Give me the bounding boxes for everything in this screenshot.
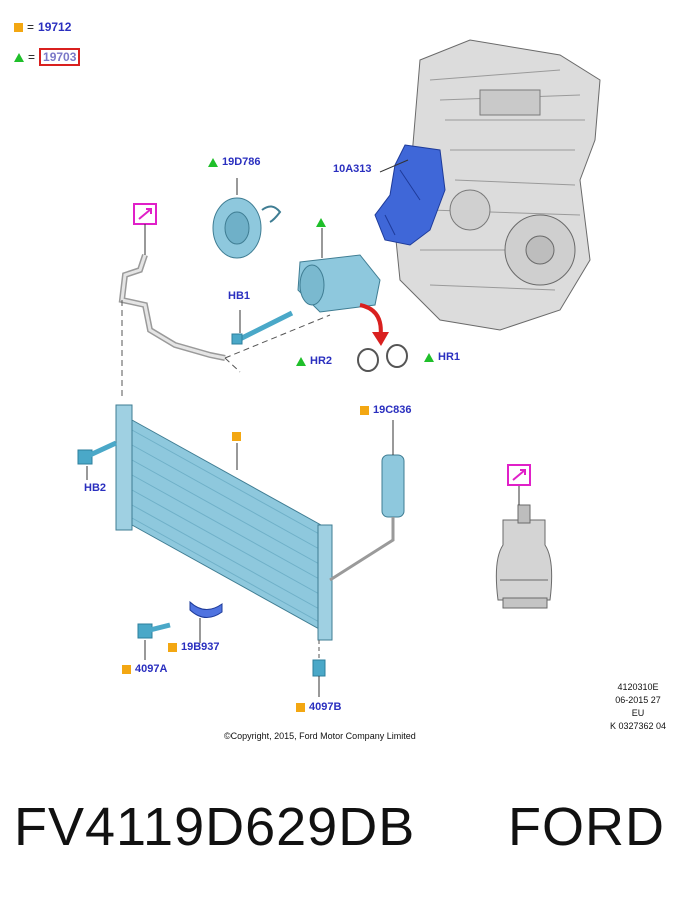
part-number-caption: FV4119D629DB [14, 797, 416, 857]
pink-link-icon[interactable] [133, 203, 157, 225]
square-marker-icon [232, 432, 241, 441]
callout-4097a[interactable]: 4097A [122, 663, 167, 675]
compressor-icon [297, 228, 389, 346]
callout-10a313[interactable]: 10A313 [333, 163, 372, 175]
compressor-clutch-icon [212, 178, 282, 259]
exploded-diagram [77, 39, 601, 697]
brand-caption: FORD [508, 797, 665, 857]
bolt-hb2-icon [77, 440, 118, 480]
square-marker-icon [122, 664, 131, 674]
illustration-codes: 4120310E 06-2015 27 EU K 0327362 04 [600, 681, 676, 733]
triangle-marker-icon [424, 352, 434, 362]
callout-hb2[interactable]: HB2 [84, 482, 107, 494]
callout-compressor-triangle [316, 218, 326, 227]
date-line: 06-2015 27 [615, 695, 661, 705]
refrigerant-bottle-icon [495, 486, 553, 609]
bolt-4097b-icon [312, 640, 326, 697]
bracket-19b937-icon [189, 600, 223, 643]
triangle-marker-icon [296, 356, 306, 366]
callout-hr1[interactable]: HR1 [424, 351, 460, 363]
triangle-marker-icon [316, 218, 326, 227]
bolt-4097a-icon [137, 622, 171, 660]
triangle-marker-icon [14, 52, 24, 62]
refrigerant-hose-icon [118, 224, 331, 400]
copyright-notice: ©Copyright, 2015, Ford Motor Company Lim… [224, 731, 416, 741]
callout-19d786[interactable]: 19D786 [208, 156, 261, 168]
pink-link-icon[interactable] [507, 464, 531, 486]
legend-row-square: = 19712 [14, 20, 71, 34]
mounting-bracket-icon [374, 144, 446, 246]
seal-rings-icon [357, 344, 408, 372]
square-marker-icon [14, 22, 23, 32]
illustration-code: 4120310E [617, 682, 659, 692]
callout-hr2[interactable]: HR2 [296, 355, 332, 367]
callout-condenser-square [232, 432, 241, 441]
legend-code-19712[interactable]: 19712 [38, 20, 72, 34]
reference-code: K 0327362 04 [609, 721, 667, 731]
engine-block-icon [394, 39, 601, 331]
receiver-drier-icon [329, 420, 405, 582]
callout-19c836[interactable]: 19C836 [360, 404, 412, 416]
legend-equals: = [27, 20, 35, 34]
legend-code-19703[interactable]: 19703 [39, 48, 81, 66]
callout-19b937[interactable]: 19B937 [168, 641, 220, 653]
region-code: EU [631, 708, 645, 718]
square-marker-icon [360, 405, 369, 415]
triangle-marker-icon [208, 157, 218, 167]
legend-row-triangle: = 19703 [14, 48, 81, 66]
legend-equals: = [28, 50, 36, 64]
callout-4097b[interactable]: 4097B [296, 701, 341, 713]
square-marker-icon [168, 642, 177, 652]
bolt-hb1-icon [231, 310, 294, 345]
condenser-icon [115, 404, 333, 641]
callout-hb1[interactable]: HB1 [228, 290, 251, 302]
square-marker-icon [296, 702, 305, 712]
